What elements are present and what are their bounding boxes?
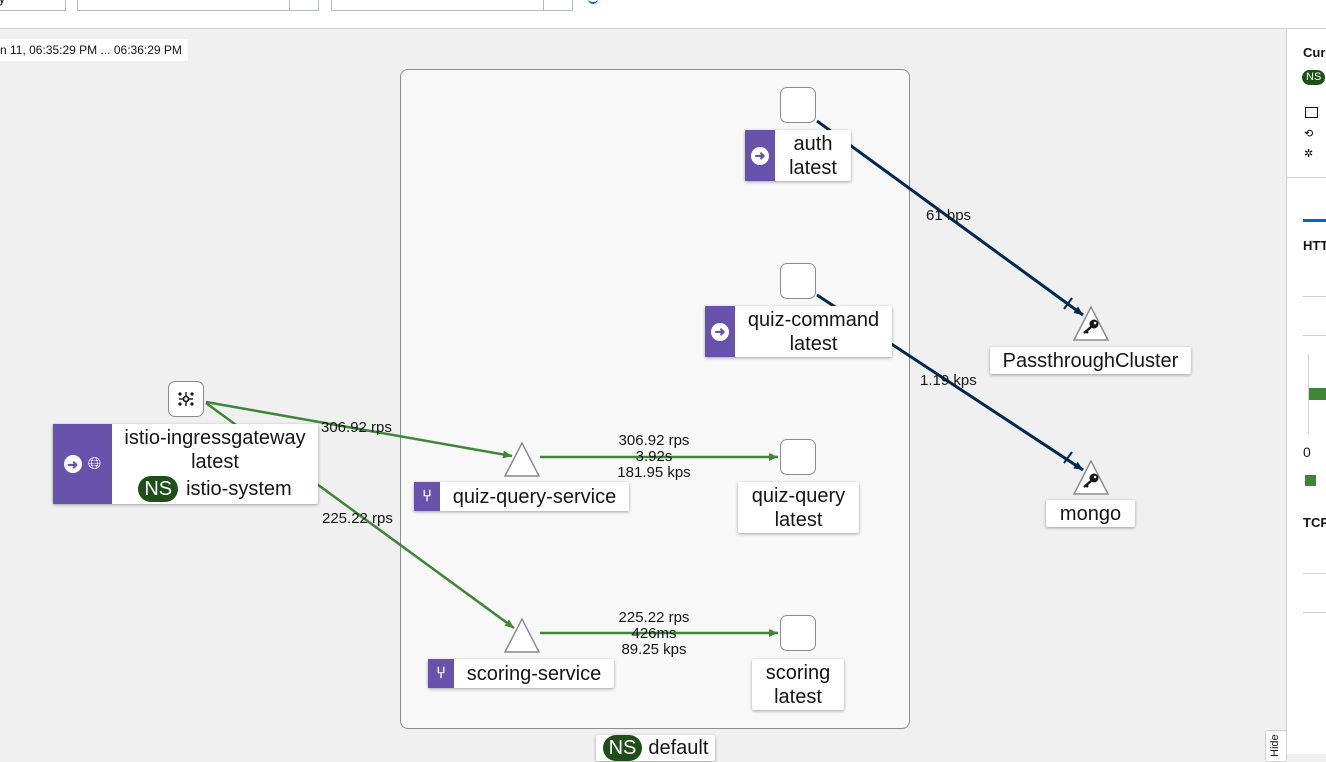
toolbar-divider bbox=[543, 0, 544, 10]
toolbar-divider bbox=[289, 0, 290, 10]
toolbar-select-1[interactable]: y bbox=[0, 0, 66, 11]
side-panel: Cur NS ⟲ ✲ HTT 0 TCP bbox=[1286, 29, 1326, 754]
chart-axis bbox=[1308, 354, 1309, 434]
topology-icon: ✲ bbox=[1304, 148, 1314, 160]
toolbar-select-2[interactable] bbox=[77, 0, 319, 11]
scoring-node[interactable] bbox=[780, 615, 816, 651]
chart-bar bbox=[1309, 388, 1326, 400]
divider bbox=[1303, 296, 1326, 297]
workload-icon bbox=[1305, 107, 1318, 118]
divider bbox=[1287, 177, 1326, 178]
scoring-service-label[interactable]: ⑂ scoring-service bbox=[428, 659, 614, 688]
refresh-icon[interactable] bbox=[588, 0, 598, 4]
toolbar: y bbox=[0, 0, 1326, 29]
side-panel-title: Cur bbox=[1303, 45, 1326, 60]
service-icon: ⟲ bbox=[1304, 128, 1314, 140]
tcp-section-label: TCP bbox=[1303, 515, 1326, 530]
chart-zero-label: 0 bbox=[1303, 444, 1311, 460]
divider bbox=[1303, 612, 1326, 613]
divider bbox=[1303, 573, 1326, 574]
service-branch-icon: ⑂ bbox=[428, 659, 454, 688]
divider bbox=[1303, 335, 1326, 336]
service-branch-icon: ⑂ bbox=[414, 482, 440, 511]
quiz-query-service-label[interactable]: ⑂ quiz-query-service bbox=[414, 482, 629, 511]
key-icon bbox=[1081, 318, 1101, 334]
time-range-label: n 11, 06:35:29 PM ... 06:36:29 PM bbox=[0, 39, 188, 61]
edge-label: 1.19 kps bbox=[920, 372, 977, 389]
mongo-label[interactable]: mongo bbox=[1046, 500, 1135, 527]
arrow-right-circle-icon: ➜ bbox=[711, 322, 729, 341]
edge-label: 61 bps bbox=[926, 207, 972, 224]
arrow-right-circle-icon: ➜ bbox=[751, 146, 769, 165]
edge-auth-passthrough bbox=[816, 119, 1084, 317]
quiz-query-service-node bbox=[503, 441, 541, 477]
quiz-query-node[interactable] bbox=[780, 439, 816, 475]
auth-node[interactable] bbox=[780, 87, 816, 123]
topology-icon bbox=[178, 392, 194, 406]
scoring-service-node bbox=[503, 617, 541, 653]
edge-label: 306.92 rps bbox=[321, 419, 392, 436]
edge-label-group: 225.22 rps 426ms 89.25 kps bbox=[618, 609, 690, 658]
tab-active-indicator[interactable] bbox=[1303, 219, 1326, 222]
edge-label: 225.22 rps bbox=[322, 510, 393, 527]
legend-swatch bbox=[1305, 475, 1316, 486]
http-section-label: HTT bbox=[1303, 238, 1326, 253]
namespace-badge: NS bbox=[602, 735, 643, 761]
toolbar-select-3[interactable] bbox=[331, 0, 573, 11]
globe-icon: 🌐︎ bbox=[87, 454, 102, 473]
passthrough-label[interactable]: PassthroughCluster bbox=[990, 347, 1191, 374]
arrow-right-circle-icon: ➜ bbox=[63, 455, 82, 473]
edge-ingress-quiz-query-service bbox=[205, 400, 513, 459]
namespace-badge: NS bbox=[138, 476, 179, 502]
namespace-badge: NS bbox=[1302, 70, 1326, 85]
hide-panel-tab[interactable]: Hide bbox=[1265, 730, 1287, 762]
edge-label-group: 306.92 rps 3.92s 181.95 kps bbox=[617, 432, 691, 481]
ingress-node[interactable] bbox=[168, 381, 204, 417]
quiz-command-node[interactable] bbox=[780, 263, 816, 299]
key-icon bbox=[1081, 472, 1101, 488]
